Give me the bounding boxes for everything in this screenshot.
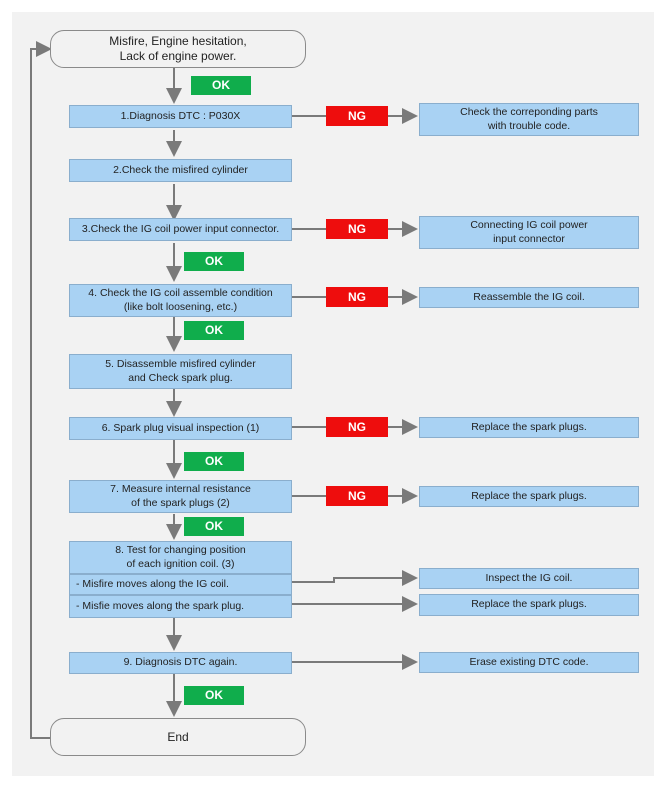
ok-badge-step-7: OK (184, 517, 244, 536)
ok-badge-start: OK (191, 76, 251, 95)
action-replace-plugs-7: Replace the spark plugs. (419, 486, 639, 507)
action-replace-plugs-6: Replace the spark plugs. (419, 417, 639, 438)
flowchart-canvas: Misfire, Engine hesitation, Lack of engi… (12, 12, 654, 776)
step-1-diagnosis-dtc: 1.Diagnosis DTC : P030X (69, 105, 292, 128)
action-reassemble-ig-coil: Reassemble the IG coil. (419, 287, 639, 308)
ng-badge-step-3: NG (326, 219, 388, 239)
step-2-check-misfired-cylinder: 2.Check the misfired cylinder (69, 159, 292, 182)
action-erase-dtc: Erase existing DTC code. (419, 652, 639, 673)
action-inspect-ig-coil: Inspect the IG coil. (419, 568, 639, 589)
start-terminal: Misfire, Engine hesitation, Lack of engi… (50, 30, 306, 68)
ok-badge-step-3: OK (184, 252, 244, 271)
step-8-test-coil-position: 8. Test for changing position of each ig… (69, 541, 292, 574)
step-4-check-ig-coil-assembly: 4. Check the IG coil assemble condition … (69, 284, 292, 317)
ng-badge-step-7: NG (326, 486, 388, 506)
step-8a-misfire-follows-coil: - Misfire moves along the IG coil. (69, 574, 292, 595)
loop-back-line (30, 41, 52, 739)
action-replace-plugs-8: Replace the spark plugs. (419, 594, 639, 616)
step-8b-misfire-follows-plug: - Misfie moves along the spark plug. (69, 595, 292, 618)
step-3-check-ig-coil-connector: 3.Check the IG coil power input connecto… (69, 218, 292, 241)
ok-badge-step-9: OK (184, 686, 244, 705)
ng-badge-step-4: NG (326, 287, 388, 307)
step-5-disassemble-check-plug: 5. Disassemble misfired cylinder and Che… (69, 354, 292, 389)
connector-lines (30, 41, 418, 739)
step-7-measure-resistance: 7. Measure internal resistance of the sp… (69, 480, 292, 513)
end-terminal: End (50, 718, 306, 756)
ng-badge-step-1: NG (326, 106, 388, 126)
action-check-parts: Check the correponding parts with troubl… (419, 103, 639, 136)
ok-badge-step-4: OK (184, 321, 244, 340)
branch-8a-line (292, 570, 418, 586)
step-6-visual-inspection: 6. Spark plug visual inspection (1) (69, 417, 292, 440)
ok-badge-step-6: OK (184, 452, 244, 471)
step-9-diagnosis-dtc-again: 9. Diagnosis DTC again. (69, 652, 292, 674)
ng-badge-step-6: NG (326, 417, 388, 437)
action-connect-ig-coil: Connecting IG coil power input connector (419, 216, 639, 249)
